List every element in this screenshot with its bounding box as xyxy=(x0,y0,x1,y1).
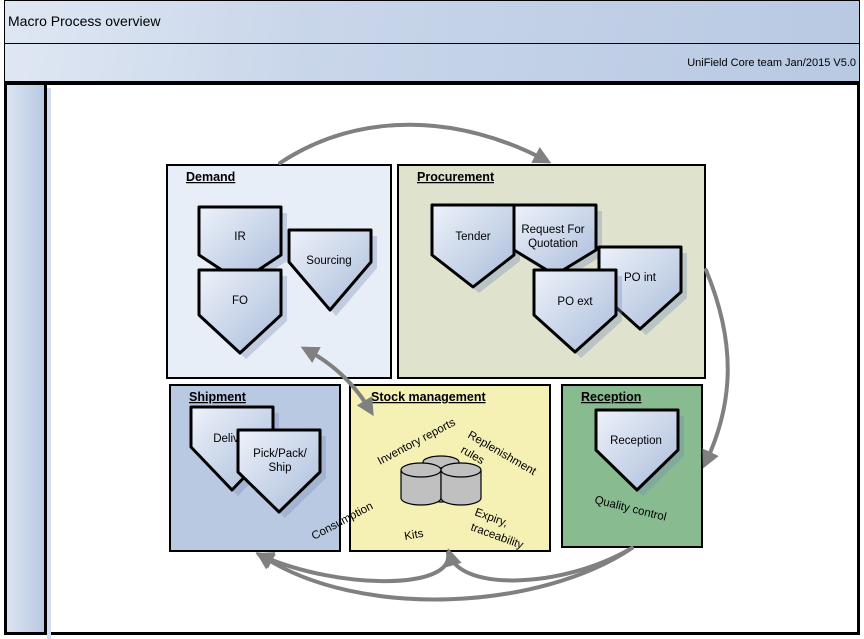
shape-label-tender: Tender xyxy=(455,231,490,243)
page-title: Macro Process overview xyxy=(8,13,161,29)
arrow-stock-demand-bidirectional xyxy=(300,346,374,417)
arrow-procurement-to-reception xyxy=(702,268,730,469)
shape-po-ext xyxy=(532,268,618,354)
shape-label-pickpack-line2: Ship xyxy=(268,462,291,474)
label-kits: Kits xyxy=(403,528,424,543)
shape-label-sourcing: Sourcing xyxy=(306,255,351,267)
shape-label-fo: FO xyxy=(232,295,248,307)
shape-label-rfq-line2: Quotation xyxy=(528,238,578,250)
arrow-stock-to-shipment xyxy=(255,551,451,584)
shape-label-rfq-line1: Request For xyxy=(521,224,584,236)
arrow-reception-to-shipment xyxy=(255,546,634,602)
left-sidebar-bar xyxy=(4,82,47,635)
left-bar-shadow xyxy=(47,88,51,639)
shape-sourcing xyxy=(287,228,373,312)
shape-rfq xyxy=(512,203,598,277)
database-cylinders-icon xyxy=(400,455,482,506)
shape-label-pickpack-line1: Pick/Pack/ xyxy=(253,448,307,460)
shape-label-reception: Reception xyxy=(610,435,662,447)
shape-reception xyxy=(594,408,680,492)
title-bar: Macro Process overview xyxy=(4,0,860,44)
reception-title: Reception xyxy=(581,390,641,404)
arrow-demand-to-procurement xyxy=(278,122,552,165)
shape-label-po-int: PO int xyxy=(624,272,657,284)
demand-title: Demand xyxy=(186,170,235,184)
shape-label-po-ext: PO ext xyxy=(557,296,593,308)
shape-fo xyxy=(197,268,283,355)
shape-label-deliv: Deliv xyxy=(213,433,239,445)
subtitle-bar: UniField Core team Jan/2015 V5.0 xyxy=(4,43,860,82)
stock-title: Stock management xyxy=(371,390,486,404)
shape-pick-pack-ship xyxy=(236,428,322,514)
version-label: UniField Core team Jan/2015 V5.0 xyxy=(687,57,856,69)
procurement-title: Procurement xyxy=(417,170,495,184)
arrow-reception-to-stock xyxy=(444,546,634,583)
shipment-title: Shipment xyxy=(189,390,247,404)
shape-label-ir: IR xyxy=(234,231,246,243)
shape-tender xyxy=(430,203,516,289)
